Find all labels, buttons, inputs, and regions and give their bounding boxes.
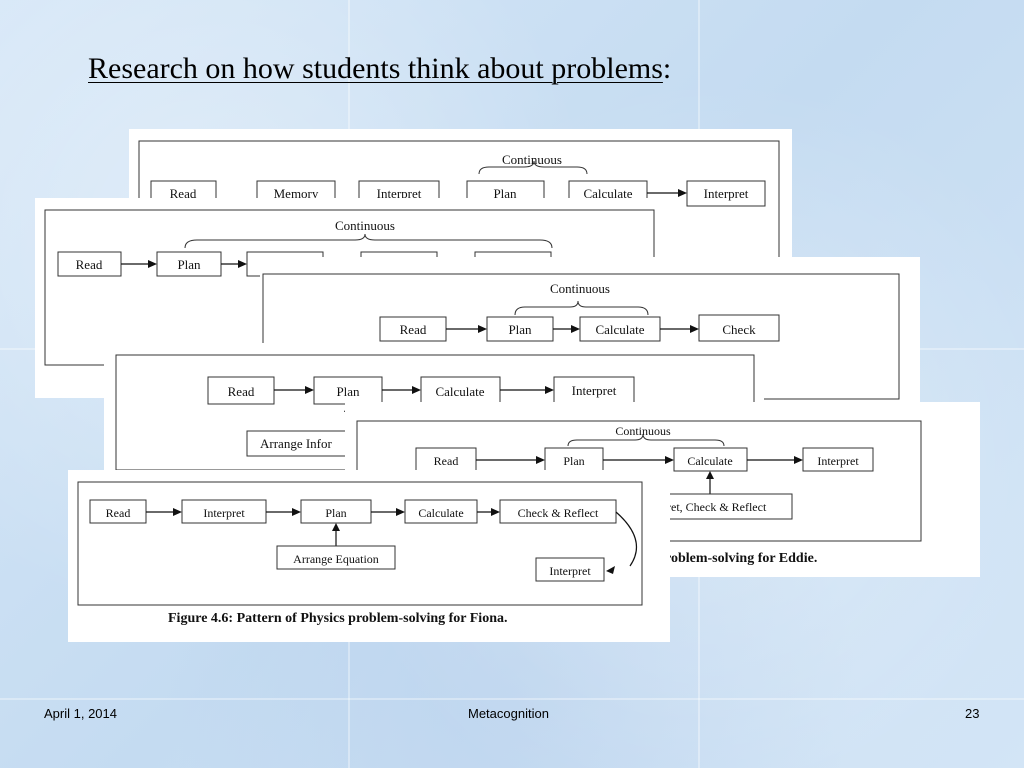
flow-diagram-5: Continuous Read Plan Calculate Interpret… <box>356 420 922 566</box>
box-calculate: Calculate <box>583 186 632 201</box>
box-calculate: Calculate <box>595 322 644 337</box>
slide-title: Research on how students think about pro… <box>88 52 671 86</box>
box-interpret: Interpret <box>203 506 245 520</box>
box-interpret-check-reflect: ret, Check & Reflect <box>667 500 767 514</box>
box-calculate: Calculate <box>418 506 463 520</box>
continuous-label: Continuous <box>502 152 562 167</box>
background-tile-seam <box>0 698 1024 700</box>
flow-diagram-4: Read Plan Calculate Interpret Arrange In… <box>115 354 755 471</box>
box-plan: Plan <box>325 506 346 520</box>
box-interpret-2: Interpret <box>704 186 749 201</box>
figure-caption: roblem-solving for Eddie. <box>665 551 817 566</box>
continuous-label: Continuous <box>550 281 610 296</box>
box-plan: Plan <box>508 322 532 337</box>
footer-page-number: 23 <box>965 706 980 721</box>
box-plan: Plan <box>336 384 360 399</box>
box-calculate: Calculate <box>435 384 484 399</box>
box-interpret-end: Interpret <box>549 564 591 578</box>
slide-title-text: Research on how students think about pro… <box>88 52 663 85</box>
continuous-label: Continuous <box>335 218 395 233</box>
box-interpret: Interpret <box>572 383 617 398</box>
box-check-reflect: Check & Reflect <box>518 506 599 520</box>
figure-panel-6: Read Interpret Plan Calculate Check & Re… <box>68 470 670 642</box>
box-read: Read <box>106 506 131 520</box>
footer-title: Metacognition <box>468 706 549 721</box>
continuous-label: Continuous <box>615 424 671 438</box>
box-interpret: Interpret <box>377 186 422 201</box>
box-read: Read <box>76 257 103 272</box>
box-memory: Memory <box>274 186 319 201</box>
slide-title-colon: : <box>662 52 672 85</box>
box-plan: Plan <box>493 186 517 201</box>
flow-diagram-6: Read Interpret Plan Calculate Check & Re… <box>77 481 643 626</box>
figure-caption: Figure 4.6: Pattern of Physics problem-s… <box>168 611 507 626</box>
box-plan: Plan <box>563 454 584 468</box>
box-calculate: Calculate <box>687 454 732 468</box>
box-interpret: Interpret <box>817 454 859 468</box>
box-read: Read <box>228 384 255 399</box>
box-check: Check <box>722 322 756 337</box>
box-arrange-equation: Arrange Equation <box>293 552 379 566</box>
box-read: Read <box>434 454 459 468</box>
box-read: Read <box>400 322 427 337</box>
box-plan: Plan <box>177 257 201 272</box>
box-read: Read <box>170 186 197 201</box>
flow-diagram-3: Continuous Read Plan Calculate Check <box>262 273 900 400</box>
box-arrange-information: Arrange Infor <box>260 436 332 451</box>
footer-date: April 1, 2014 <box>44 706 117 721</box>
